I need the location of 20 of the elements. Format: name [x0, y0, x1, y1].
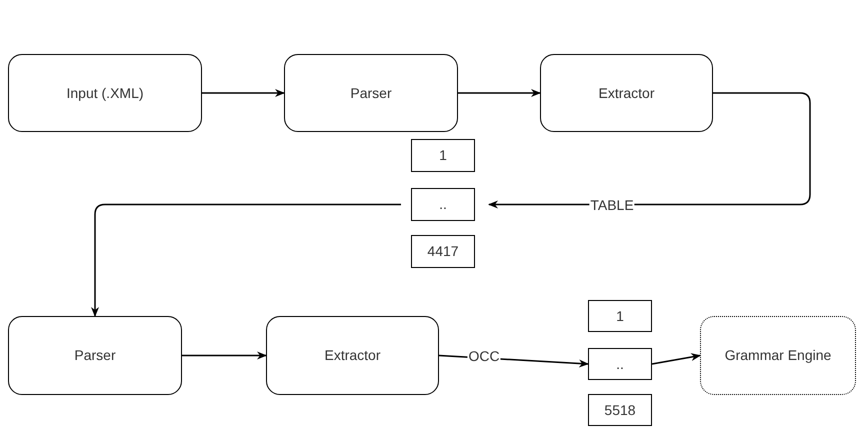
- process-box: Parser: [284, 54, 458, 132]
- table-cell: 4417: [411, 235, 475, 268]
- arrow: [652, 353, 701, 365]
- process-box: Parser: [8, 316, 182, 395]
- arrow: [458, 89, 541, 97]
- arrow: [91, 204, 401, 317]
- arrow: [488, 92, 811, 208]
- edge-label: TABLE: [589, 198, 635, 212]
- process-box: Extractor: [266, 316, 439, 395]
- edge-label: OCC: [467, 348, 501, 362]
- table-cell: 5518: [588, 394, 652, 426]
- process-box: Extractor: [540, 54, 713, 132]
- arrow: [202, 89, 285, 97]
- table-cell: ..: [411, 188, 475, 221]
- table-cell: 1: [588, 300, 652, 332]
- table-cell: 1: [411, 139, 475, 172]
- process-box: Input (.XML): [8, 54, 202, 132]
- table-cell: ..: [588, 348, 652, 380]
- arrow: [182, 352, 267, 360]
- process-box: Grammar Engine: [700, 316, 856, 395]
